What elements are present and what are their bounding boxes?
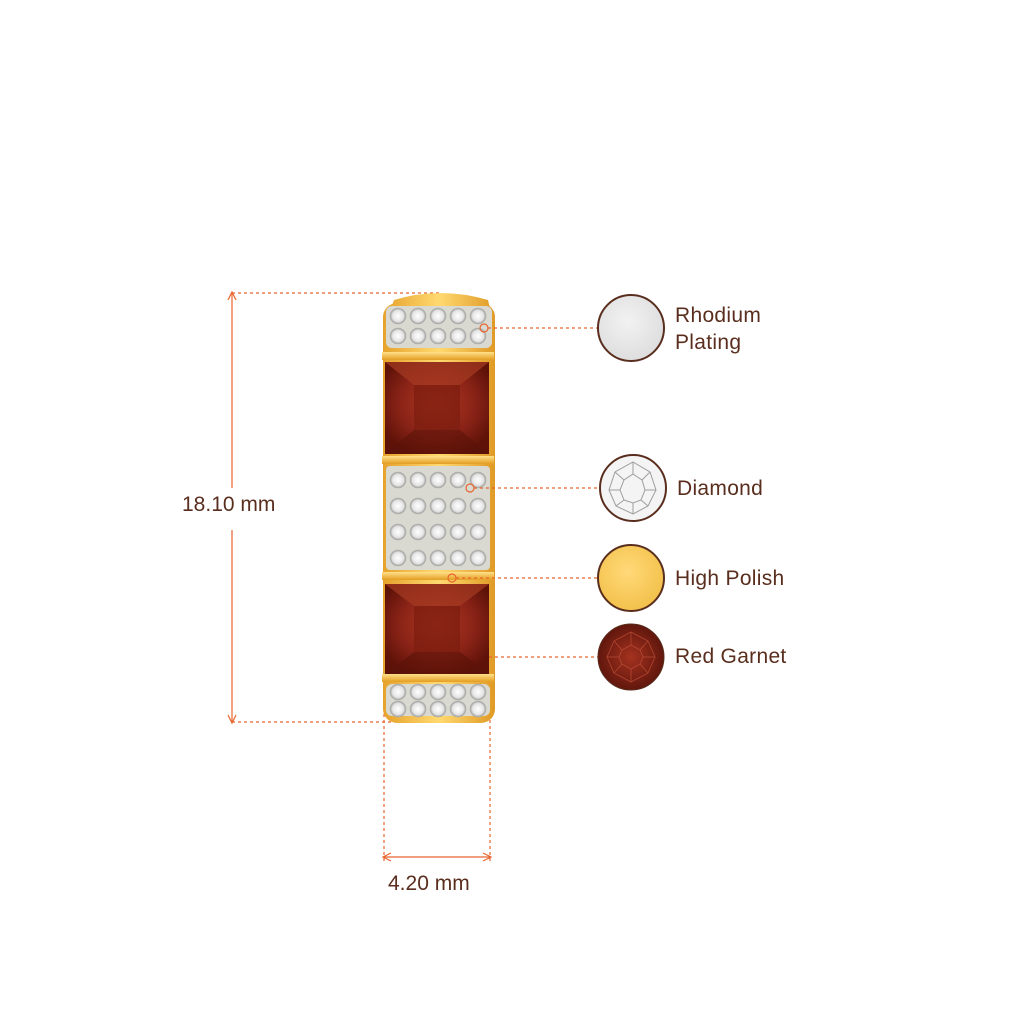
material-label-red-garnet: Red Garnet	[675, 645, 787, 668]
height-dimension	[227, 290, 440, 725]
width-dimension-label: 4.20 mm	[388, 872, 470, 895]
height-dimension-label: 18.10 mm	[182, 493, 276, 516]
diamond-swatch	[599, 454, 667, 522]
rhodium-plating-swatch	[597, 294, 665, 362]
red-garnet-swatch	[597, 623, 665, 691]
high-polish-swatch	[597, 544, 665, 612]
material-label-high-polish: High Polish	[675, 567, 785, 590]
width-dimension	[381, 690, 493, 862]
ring-band	[382, 293, 495, 723]
middle-diamond-pave	[386, 466, 490, 570]
leader-lines	[447, 323, 598, 658]
material-label-rhodium: Rhodium Plating	[675, 304, 762, 354]
material-label-diamond: Diamond	[677, 477, 764, 500]
